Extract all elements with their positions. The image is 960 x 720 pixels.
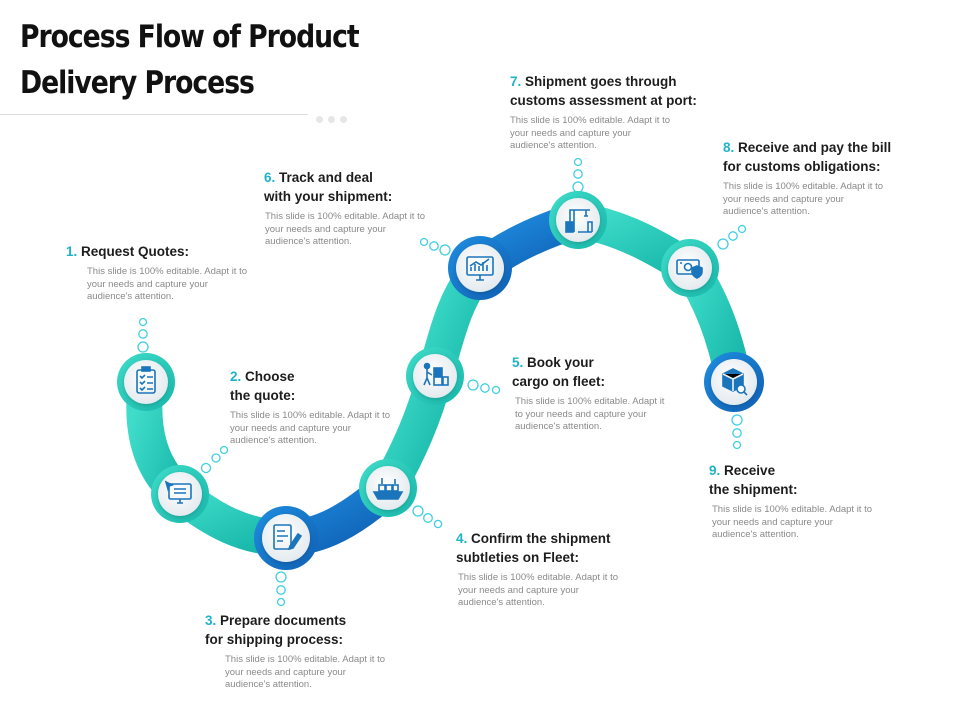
step-2-title-line-2: the quote:	[230, 388, 296, 403]
step-3-title-line-1: Prepare documents	[220, 613, 347, 628]
step-6-description: This slide is 100% editable. Adapt it to…	[265, 211, 426, 247]
step-1-number: 1.	[66, 244, 78, 259]
step-6-title-line-1: Track and deal	[279, 170, 373, 185]
step-6-title-line-2: with your shipment:	[264, 189, 393, 204]
step-7-number: 7.	[510, 74, 522, 89]
step-3-number: 3.	[205, 613, 217, 628]
step-3-description: This slide is 100% editable. Adapt it to…	[225, 654, 386, 690]
step-9-text: 9. Receive the shipment: This slide is 10…	[709, 461, 909, 542]
package-search-icon	[722, 368, 748, 396]
step-5-title-line-2: cargo on fleet:	[512, 374, 606, 389]
step-8-title-line-1: Receive and pay the bill	[738, 140, 892, 155]
slide-title-line-2: Delivery Process	[20, 65, 255, 101]
step-2-title-line-1: Choose	[245, 369, 295, 384]
step-5-number: 5.	[512, 355, 524, 370]
step-5-title-line-1: Book your	[527, 355, 594, 370]
monitor-chart-icon	[466, 256, 494, 281]
step-6-text: 6. Track and deal with your shipment: Thi…	[264, 168, 454, 249]
step-node-6	[448, 236, 512, 300]
step-2-heading: 2. Choose the quote:	[230, 367, 410, 405]
step-6-heading: 6. Track and deal with your shipment:	[264, 168, 454, 206]
checklist-clipboard-icon	[136, 366, 156, 394]
cargo-ship-icon	[372, 478, 404, 500]
bill-payment-icon	[676, 259, 703, 279]
step-3-text: 3. Prepare documents for shipping process…	[205, 611, 405, 692]
step-node-8	[661, 239, 719, 297]
step-9-heading: 9. Receive the shipment:	[709, 461, 909, 499]
step-4-title-line-1: Confirm the shipment	[471, 531, 611, 546]
step-7-heading: 7. Shipment goes through customs assessme…	[510, 72, 720, 110]
step-8-number: 8.	[723, 140, 735, 155]
step-7-description: This slide is 100% editable. Adapt it to…	[510, 115, 671, 151]
step-7-title-line-1: Shipment goes through	[525, 74, 677, 89]
step-9-title-line-1: Receive	[724, 463, 776, 478]
step-5-heading: 5. Book your cargo on fleet:	[512, 353, 682, 391]
step-7-text: 7. Shipment goes through customs assessme…	[510, 72, 720, 153]
slide-title-line-1: Process Flow of Product	[20, 19, 360, 55]
title-divider	[0, 114, 308, 115]
step-8-title-line-2: for customs obligations:	[723, 159, 881, 174]
step-node-7	[549, 191, 607, 249]
step-node-5	[406, 347, 464, 405]
step-node-3	[254, 506, 318, 570]
step-node-4	[359, 459, 417, 517]
step-3-title-line-2: for shipping process:	[205, 632, 344, 647]
step-9-title-line-2: the shipment:	[709, 482, 798, 497]
step-1-description: This slide is 100% editable. Adapt it to…	[87, 266, 248, 302]
step-4-heading: 4. Confirm the shipment subtleties on Fle…	[456, 529, 656, 567]
step-2-text: 2. Choose the quote: This slide is 100% e…	[230, 367, 410, 448]
step-4-description: This slide is 100% editable. Adapt it to…	[458, 572, 619, 608]
step-6-number: 6.	[264, 170, 276, 185]
computer-pointer-icon	[164, 480, 192, 504]
step-3-heading: 3. Prepare documents for shipping process…	[205, 611, 405, 649]
step-9-number: 9.	[709, 463, 721, 478]
step-4-number: 4.	[456, 531, 468, 546]
port-crane-icon	[565, 209, 593, 233]
step-7-title-line-2: customs assessment at port:	[510, 93, 697, 108]
step-1-text: 1. Request Quotes: This slide is 100% ed…	[66, 242, 266, 304]
step-node-2	[151, 465, 209, 523]
slide-title: Process Flow of Product Delivery Process	[20, 14, 364, 106]
step-8-heading: 8. Receive and pay the bill for customs o…	[723, 138, 943, 176]
step-5-description: This slide is 100% editable. Adapt it to…	[515, 396, 665, 432]
hand-truck-boxes-icon	[423, 362, 449, 386]
step-2-description: This slide is 100% editable. Adapt it to…	[230, 410, 391, 446]
step-node-9	[704, 352, 764, 412]
step-8-description: This slide is 100% editable. Adapt it to…	[723, 181, 884, 217]
step-4-text: 4. Confirm the shipment subtleties on Fle…	[456, 529, 656, 610]
document-pen-icon	[273, 524, 303, 551]
step-node-1	[117, 353, 175, 411]
step-8-text: 8. Receive and pay the bill for customs o…	[723, 138, 943, 219]
step-2-number: 2.	[230, 369, 242, 384]
step-4-title-line-2: subtleties on Fleet:	[456, 550, 580, 565]
step-1-title-line-1: Request Quotes:	[81, 244, 190, 259]
step-9-description: This slide is 100% editable. Adapt it to…	[712, 504, 873, 540]
title-dots-ornament	[316, 110, 352, 128]
bubble-trails	[137, 157, 747, 607]
step-5-text: 5. Book your cargo on fleet: This slide i…	[512, 353, 682, 434]
step-1-heading: 1. Request Quotes:	[66, 242, 266, 261]
